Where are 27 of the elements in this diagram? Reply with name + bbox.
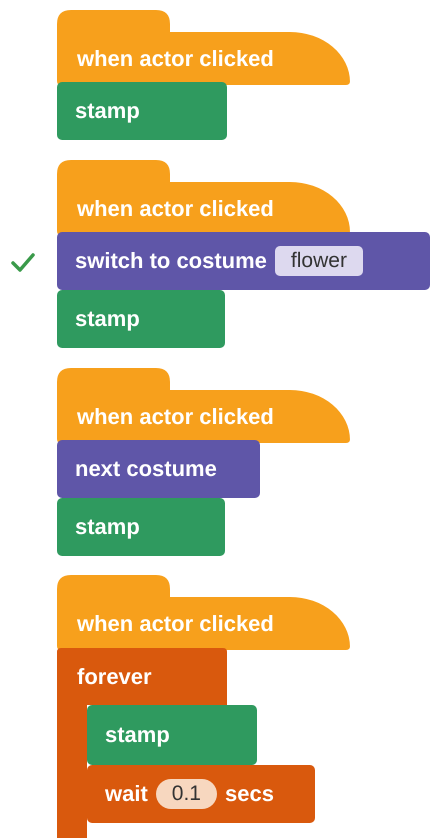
input-field: flower	[274, 246, 363, 276]
command-block	[87, 705, 257, 765]
command-block	[57, 498, 225, 556]
block-label: when actor clicked	[77, 404, 274, 430]
block-label: wait	[105, 781, 148, 807]
command-block	[57, 232, 430, 290]
command-block	[87, 765, 315, 823]
hat-block	[57, 368, 350, 443]
command-block	[57, 290, 225, 348]
block-label: when actor clicked	[77, 196, 274, 222]
block-label: next costume	[75, 456, 217, 482]
hat-block	[57, 160, 350, 235]
block-label: stamp	[75, 514, 140, 540]
input-field: 0.1	[156, 779, 217, 809]
command-block	[57, 440, 260, 498]
hat-block	[57, 10, 350, 85]
block-label: stamp	[75, 98, 140, 124]
block-label: stamp	[105, 722, 170, 748]
command-block	[57, 82, 227, 140]
loop-block	[57, 648, 227, 838]
hat-block	[57, 575, 350, 650]
block-label: stamp	[75, 306, 140, 332]
block-label: switch to costume	[75, 248, 267, 274]
block-label: when actor clicked	[77, 610, 274, 636]
block-label: secs	[225, 781, 274, 807]
block-label: when actor clicked	[77, 46, 274, 72]
block-label: forever	[77, 664, 152, 690]
